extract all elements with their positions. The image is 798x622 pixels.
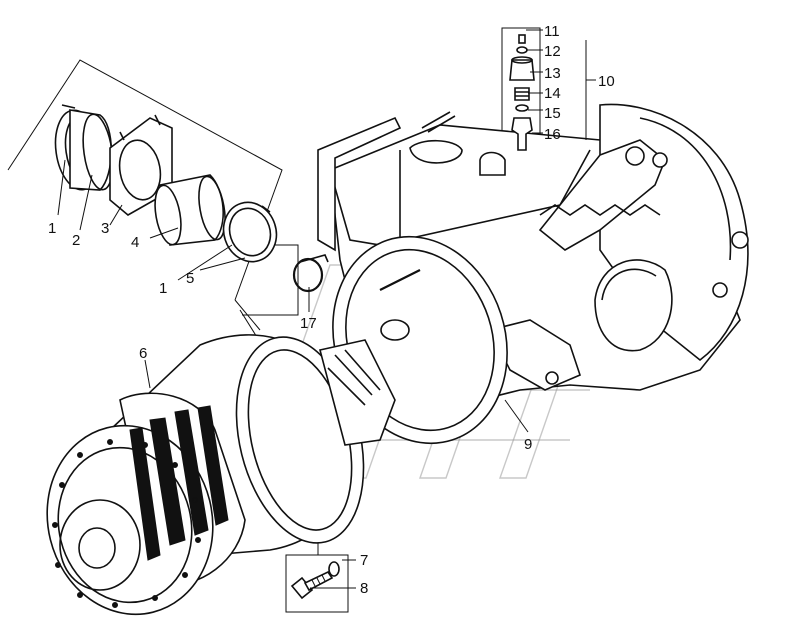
callout-16: 16: [544, 126, 561, 143]
callout-12: 12: [544, 43, 561, 60]
callout-6: 6: [139, 345, 147, 362]
callout-11: 11: [544, 23, 560, 40]
callout-3: 3: [101, 220, 109, 237]
wheel-hub-assembly: [46, 334, 396, 616]
callout-13: 13: [544, 65, 561, 82]
hub-fins: [129, 405, 229, 561]
callout-labels: 1 2 3 4 1 5 6 7 8 9 10 11 12 13 14 15 16…: [48, 23, 615, 597]
part-clamp-ring: [222, 201, 278, 263]
callout-8: 8: [360, 580, 368, 597]
part-hose-clamp: [292, 254, 329, 293]
callout-9: 9: [524, 436, 532, 453]
part-bolt-washer: [290, 561, 340, 600]
callout-4: 4: [131, 234, 139, 251]
part-breather-stack: [509, 34, 535, 151]
callout-10: 10: [598, 73, 615, 90]
callout-5: 5: [186, 270, 194, 287]
axle-housing: [317, 103, 749, 401]
callout-7: 7: [360, 552, 368, 569]
callout-1a: 1: [48, 220, 56, 237]
hub-bolt-circle: [52, 439, 201, 608]
part-clamp-and-sleeve: [54, 104, 114, 191]
callout-14: 14: [544, 85, 561, 102]
part-tube: [154, 174, 226, 246]
callout-17: 17: [300, 315, 317, 332]
leader-lines: [57, 29, 596, 589]
callout-2: 2: [72, 232, 80, 249]
callout-15: 15: [544, 105, 561, 122]
callout-1b: 1: [159, 280, 167, 297]
